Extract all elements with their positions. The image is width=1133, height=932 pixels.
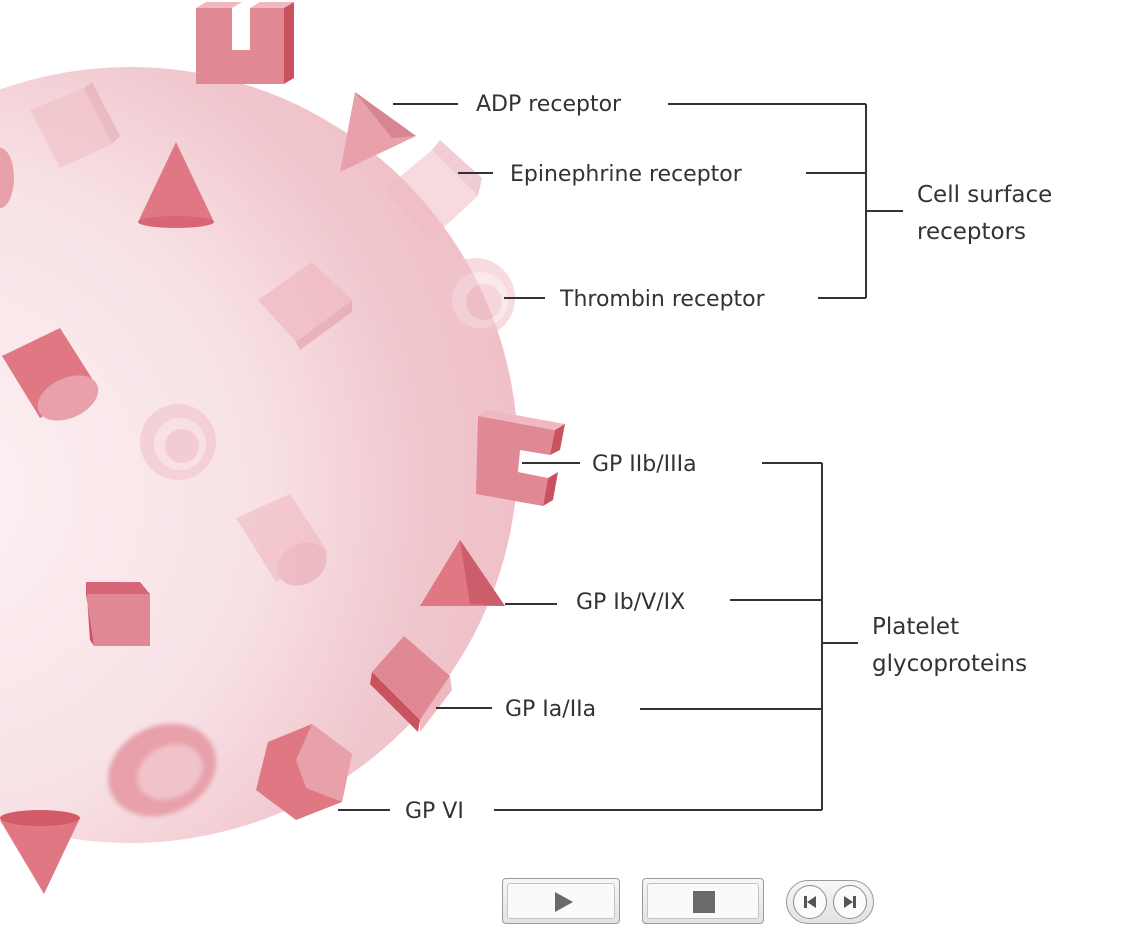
cylinder-left — [2, 328, 99, 421]
cube-lower-left — [86, 582, 150, 646]
gp-ia-iia-shape — [370, 636, 452, 732]
playback-controls — [500, 876, 880, 932]
stop-button[interactable] — [642, 878, 764, 924]
cell-surface-receptors-label-line1: Cell surface — [917, 182, 1052, 208]
platelet-glycoproteins-label-line1: Platelet — [872, 614, 959, 640]
play-icon — [555, 892, 573, 912]
stop-icon — [693, 891, 715, 913]
step-forward-icon — [844, 896, 856, 908]
platelet-glycoproteins-label-line2: glycoproteins — [872, 651, 1027, 677]
faded-cube-top-left — [30, 82, 120, 168]
platelet-cell — [0, 67, 518, 843]
left-edge-partial-shape — [0, 148, 14, 208]
epinephrine-receptor-shape — [384, 140, 482, 240]
faded-cube-center — [258, 262, 352, 350]
play-button[interactable] — [502, 878, 620, 924]
step-back-button[interactable] — [793, 885, 827, 919]
faded-cylinder-center — [236, 494, 328, 586]
epinephrine-receptor-label: Epinephrine receptor — [510, 162, 743, 187]
gp-iib-iiia-shape — [476, 410, 565, 506]
top-u-receptor-shape — [196, 2, 294, 84]
cell-surface-receptors-label-line2: receptors — [917, 219, 1026, 245]
blurred-ring-bottom — [107, 723, 217, 817]
faded-rings-center — [140, 404, 216, 480]
adp-receptor-shape — [340, 92, 416, 172]
leader-lines — [338, 103, 903, 811]
gp-ib-v-ix-shape — [420, 540, 505, 606]
step-controls — [786, 880, 874, 924]
step-forward-button[interactable] — [833, 885, 867, 919]
gp-vi-label: GP VI — [405, 799, 464, 824]
gp-vi-shape — [256, 724, 352, 820]
cone-bottom-left — [0, 810, 80, 894]
gp-iib-iiia-label: GP IIb/IIIa — [592, 452, 697, 477]
gp-ib-v-ix-label: GP Ib/V/IX — [576, 590, 685, 615]
adp-receptor-label: ADP receptor — [476, 92, 622, 117]
thrombin-receptor-shape — [435, 258, 515, 338]
step-back-icon — [804, 896, 816, 908]
cone-shape — [138, 142, 214, 228]
thrombin-receptor-label: Thrombin receptor — [559, 287, 766, 312]
gp-ia-iia-label: GP Ia/IIa — [505, 697, 596, 722]
